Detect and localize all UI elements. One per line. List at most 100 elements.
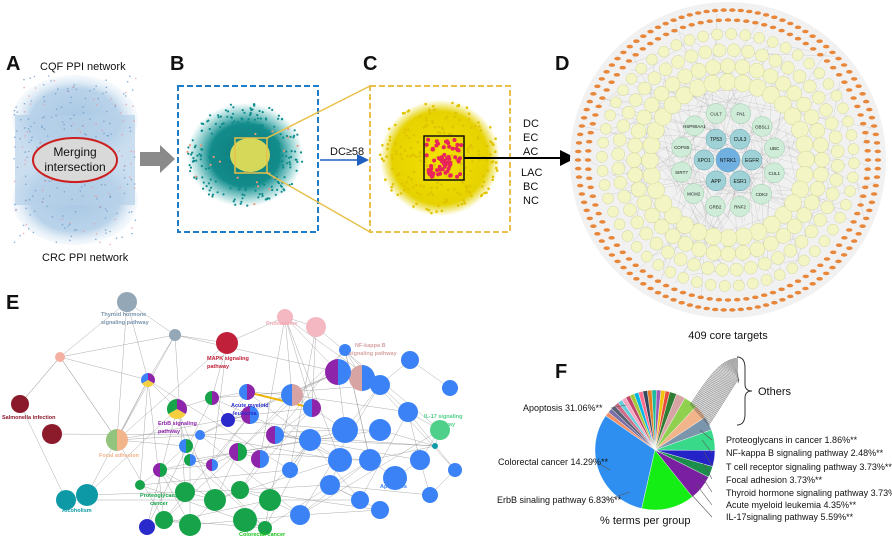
network-node-dot: [130, 178, 133, 181]
network-node-dot: [43, 100, 46, 103]
panel-b-frame: [177, 85, 319, 233]
network-node-dot: [403, 149, 407, 152]
network-node-dot: [106, 134, 108, 137]
network-node-dot: [24, 175, 27, 177]
core-node-dot: [436, 156, 441, 161]
network-node-dot: [411, 186, 415, 189]
network-node-dot: [390, 157, 394, 160]
network-node-dot: [281, 160, 284, 163]
network-node-dot: [296, 133, 299, 136]
network-node-dot: [125, 103, 128, 106]
target-node: [771, 251, 785, 265]
peripheral-node: [816, 39, 823, 43]
network-node-dot: [118, 150, 121, 152]
peripheral-node: [761, 23, 768, 27]
target-node: [627, 137, 643, 154]
core-node-dot: [434, 139, 439, 144]
term-node-slice: [212, 391, 219, 405]
others-label: Others: [758, 386, 792, 398]
core-hub-label: XPO1: [697, 158, 711, 164]
core-node-dot: [424, 142, 429, 147]
target-node: [798, 254, 810, 267]
peripheral-node: [873, 141, 881, 145]
network-node-dot: [43, 128, 46, 130]
target-node: [631, 181, 647, 198]
hub-node: [730, 103, 752, 124]
network-node-dot: [251, 124, 254, 127]
pie-slice-label: NF-kappa B signaling pathway 2.48%**: [726, 448, 884, 458]
peripheral-node: [715, 297, 723, 302]
others-leader-line: [692, 362, 739, 409]
peripheral-node: [724, 298, 732, 302]
term-node: [369, 419, 391, 441]
term-node-slice: [250, 406, 259, 424]
enrichment-edge: [284, 316, 341, 461]
peripheral-node: [594, 84, 601, 89]
network-node-dot: [278, 159, 281, 162]
network-node-dot: [270, 145, 273, 148]
pie-label-connector: [595, 461, 611, 471]
network-node-dot: [28, 199, 31, 201]
others-leader-line: [697, 367, 739, 415]
network-node-dot: [101, 129, 104, 132]
network-node-dot: [216, 191, 219, 194]
others-leader-line: [704, 375, 739, 422]
network-node-dot: [422, 185, 426, 188]
network-node-dot: [470, 126, 473, 129]
peripheral-node: [854, 104, 861, 109]
network-node-dot: [114, 103, 117, 106]
network-node-dot: [43, 116, 46, 118]
network-node-dot: [189, 170, 192, 173]
peripheral-node: [583, 208, 590, 213]
peripheral-node: [715, 18, 722, 23]
network-node-dot: [424, 157, 428, 160]
target-node: [781, 61, 795, 75]
network-node-dot: [438, 132, 442, 135]
peripheral-node: [678, 300, 685, 305]
network-node-dot: [276, 188, 279, 191]
network-node-dot: [13, 158, 15, 160]
network-node-dot: [239, 173, 242, 176]
target-node: [625, 73, 638, 85]
term-node: [42, 424, 62, 444]
hub-node: [751, 116, 773, 137]
term-node-slice: [179, 439, 186, 453]
hub-node: [671, 161, 692, 183]
network-node-dot: [390, 154, 394, 157]
enrichment-edge: [264, 459, 371, 529]
network-node-dot: [15, 209, 17, 212]
peripheral-node: [590, 224, 597, 228]
others-leader-line: [694, 364, 739, 411]
network-node-dot: [119, 186, 121, 189]
pie-labels: Apoptosis 31.06%**Proteoglycans in cance…: [497, 403, 892, 522]
target-node: [796, 207, 812, 223]
network-node-dot: [278, 149, 281, 152]
peripheral-node: [864, 167, 871, 171]
network-node-dot: [290, 150, 293, 153]
network-node-dot: [95, 233, 98, 235]
network-node-dot: [268, 197, 271, 200]
network-node-dot: [283, 189, 286, 192]
target-node: [831, 144, 845, 159]
network-node-dot: [192, 157, 195, 160]
hub-node: [704, 196, 726, 217]
core-node-dot: [455, 142, 460, 147]
network-node-dot: [456, 204, 460, 207]
term-node: [422, 487, 438, 503]
target-node: [610, 96, 622, 109]
core-node-dot: [438, 171, 443, 176]
target-node: [635, 62, 647, 75]
peripheral-node: [592, 113, 599, 117]
network-node-dot: [231, 143, 234, 146]
network-node-dot: [97, 97, 100, 100]
enrichment-edge: [309, 439, 436, 447]
network-node-dot: [217, 114, 220, 117]
target-node: [774, 95, 792, 114]
network-node-dot: [233, 120, 236, 123]
peripheral-node: [670, 18, 677, 23]
peripheral-node: [619, 250, 626, 255]
peripheral-node: [686, 13, 693, 17]
network-node-dot: [257, 196, 260, 199]
target-node: [659, 62, 673, 77]
network-node-dot: [100, 183, 103, 186]
